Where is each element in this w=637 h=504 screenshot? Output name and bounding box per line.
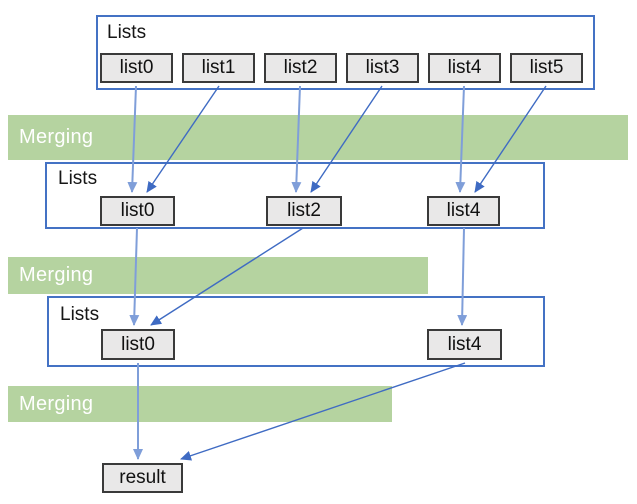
result-box: result (102, 463, 183, 493)
list-item-row1-list1: list1 (182, 53, 255, 83)
list-item-row2-list2: list2 (266, 196, 342, 226)
merging-band-2: Merging (8, 257, 428, 294)
merging-band-3-label: Merging (19, 392, 94, 415)
merging-band-2-label: Merging (19, 264, 94, 286)
merging-band-3: Merging (8, 386, 392, 422)
list-item-row2-list0: list0 (100, 196, 175, 226)
list-item-row2-list4: list4 (427, 196, 500, 226)
merging-band-1: Merging (8, 115, 628, 160)
lists-container-2-label: Lists (58, 168, 98, 189)
list-item-row1-list2: list2 (264, 53, 337, 83)
list-item-row1-list3: list3 (346, 53, 419, 83)
lists-container-1-label: Lists (107, 22, 147, 43)
list-item-row1-list0: list0 (100, 53, 173, 83)
merging-band-1-label: Merging (19, 126, 94, 148)
list-item-row3-list0: list0 (101, 329, 175, 360)
list-item-row1-list4: list4 (428, 53, 501, 83)
list-item-row3-list4: list4 (427, 329, 502, 360)
lists-container-3-label: Lists (60, 304, 100, 325)
list-item-row1-list5: list5 (510, 53, 583, 83)
